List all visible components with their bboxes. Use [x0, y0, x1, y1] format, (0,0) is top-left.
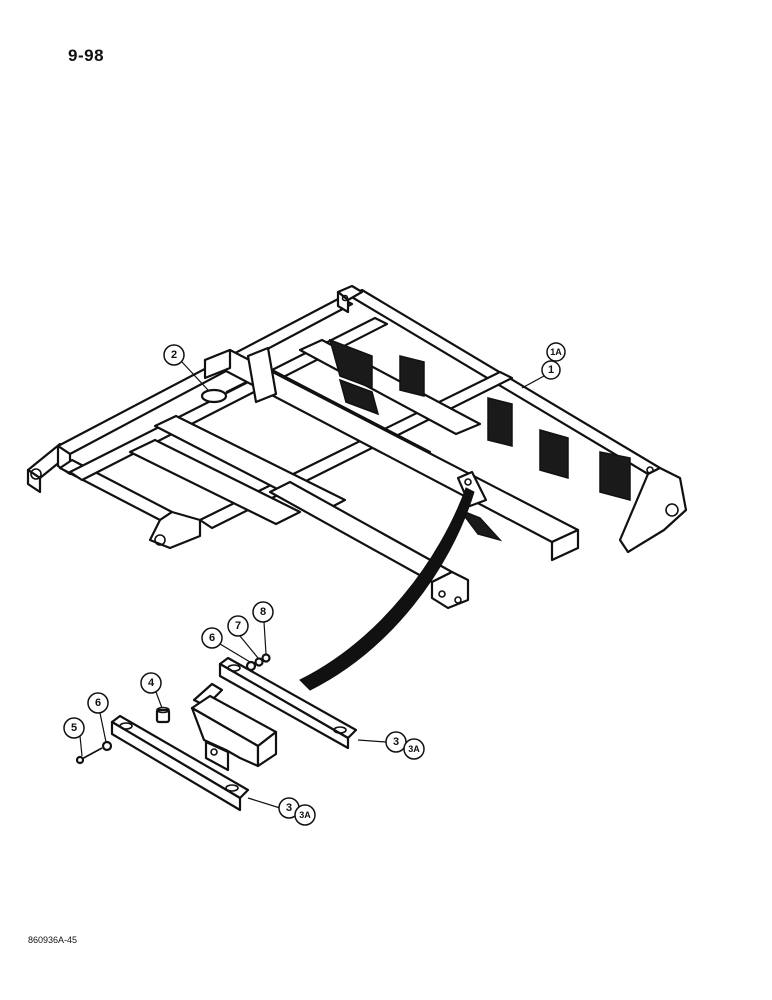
- callout-4: 4: [140, 672, 163, 709]
- figure-id: 860936A-45: [28, 935, 78, 945]
- callout-3-lower: 3 3A: [247, 797, 316, 826]
- callout-7: 7: [227, 615, 259, 659]
- svg-text:2: 2: [171, 349, 177, 361]
- callout-2: 2: [163, 344, 209, 391]
- callout-1-1a: 1A 1: [521, 342, 566, 389]
- svg-text:4: 4: [148, 677, 155, 689]
- bushing: [155, 706, 171, 724]
- callout-6-upper: 6: [201, 627, 251, 663]
- callout-5: 5: [63, 717, 85, 757]
- svg-text:7: 7: [235, 620, 241, 632]
- main-frame-assembly: [26, 284, 688, 610]
- callout-3-upper: 3 3A: [357, 731, 425, 760]
- svg-text:3A: 3A: [299, 810, 311, 820]
- svg-text:6: 6: [209, 632, 215, 644]
- svg-text:3: 3: [286, 802, 292, 814]
- hitch-block: [190, 682, 278, 772]
- upper-bar: [218, 656, 358, 750]
- svg-text:6: 6: [95, 697, 101, 709]
- page-number: 9-98: [68, 46, 105, 65]
- upper-fasteners: [245, 653, 271, 672]
- detail-arrow: [299, 487, 475, 691]
- callout-8: 8: [252, 601, 274, 655]
- bolt-and-washer: [75, 740, 113, 765]
- svg-text:3: 3: [393, 736, 399, 748]
- svg-text:5: 5: [71, 722, 77, 734]
- svg-text:8: 8: [260, 606, 266, 618]
- callout-6-lower: 6: [87, 692, 109, 743]
- lower-bar: [110, 714, 250, 812]
- svg-text:1: 1: [548, 364, 554, 376]
- svg-text:1A: 1A: [550, 347, 562, 357]
- svg-text:3A: 3A: [408, 744, 420, 754]
